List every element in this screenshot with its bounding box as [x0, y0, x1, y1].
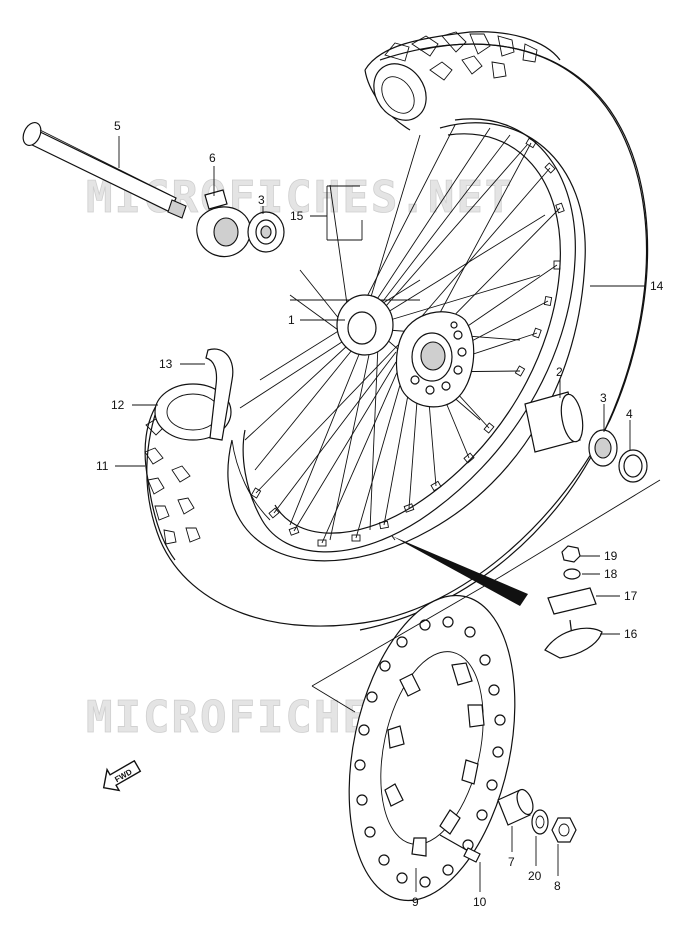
watermark-top: MICROFICHES.NET	[86, 172, 513, 223]
label-part-16: 16	[624, 627, 638, 641]
disc-bolt	[439, 834, 481, 863]
bearing-left	[247, 211, 285, 253]
label-part-3-right: 3	[600, 391, 607, 405]
fwd-arrow: FWD	[102, 759, 142, 792]
assembly-lines	[311, 479, 661, 713]
axle-collar	[196, 189, 252, 258]
part-labels: 5 6 3 15 1 13 12 11 14 2 3 4 19 18 17 16…	[96, 119, 664, 909]
label-part-17: 17	[624, 589, 638, 603]
bearing-right	[588, 429, 618, 467]
valve-cap	[561, 545, 581, 563]
label-part-1: 1	[288, 313, 295, 327]
label-part-3-left: 3	[258, 193, 265, 207]
axle-nut	[551, 817, 577, 843]
label-part-13: 13	[159, 357, 173, 371]
label-part-11: 11	[96, 459, 109, 473]
label-part-4: 4	[626, 407, 633, 421]
label-part-20: 20	[528, 869, 542, 883]
axle	[22, 122, 187, 219]
leader-lines	[115, 136, 646, 892]
label-part-15: 15	[290, 209, 304, 223]
rim-lock	[544, 619, 603, 659]
brake-disc	[348, 594, 516, 902]
spacer	[524, 391, 584, 453]
label-part-9: 9	[412, 895, 419, 909]
label-part-7: 7	[508, 855, 515, 869]
rim-lock-nut	[547, 587, 597, 615]
disc-collar	[497, 788, 534, 826]
wheel-rim	[239, 118, 576, 553]
label-part-14: 14	[650, 279, 664, 293]
oil-seal	[618, 449, 648, 483]
label-part-6: 6	[209, 151, 216, 165]
label-part-19: 19	[604, 549, 618, 563]
label-part-18: 18	[604, 567, 618, 581]
label-part-10: 10	[473, 895, 487, 909]
label-part-2: 2	[556, 365, 563, 379]
disc-washer	[531, 809, 549, 835]
label-part-8: 8	[554, 879, 561, 893]
label-part-5: 5	[114, 119, 121, 133]
rim-band	[205, 348, 234, 441]
tire	[144, 31, 649, 631]
washer	[563, 568, 581, 580]
label-part-12: 12	[111, 398, 125, 412]
